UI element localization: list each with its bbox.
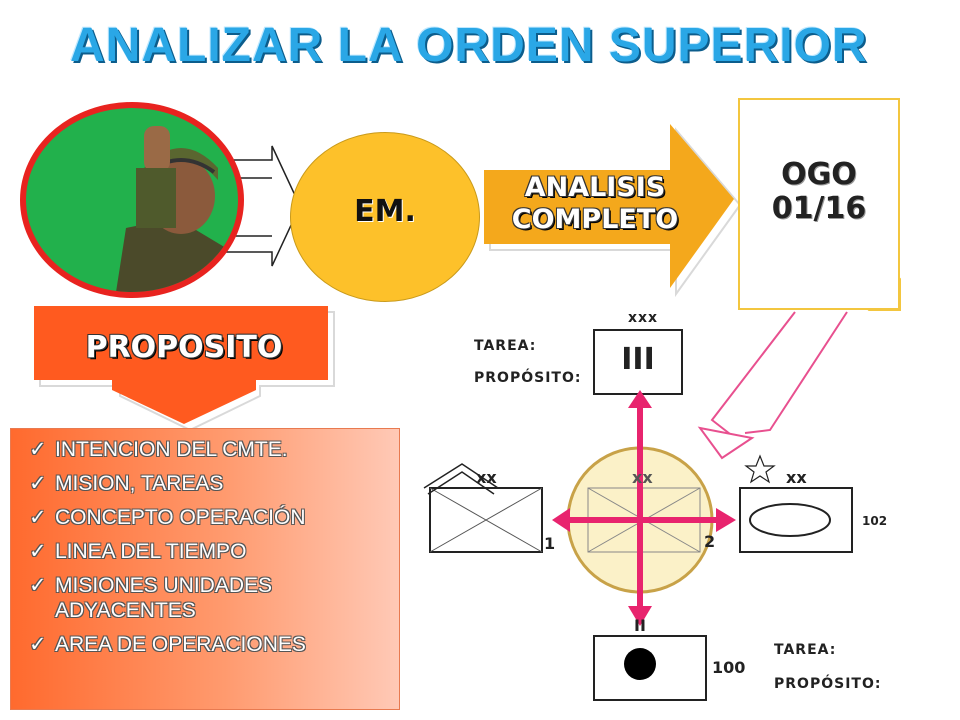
unit-top-echelon: xxx bbox=[628, 310, 659, 326]
unit-bottom-proposito: PROPÓSITO: bbox=[774, 676, 882, 692]
unit-bottom-box bbox=[593, 635, 707, 701]
analisis-line-1: ANALISIS bbox=[524, 172, 666, 203]
pink-pointer-lines bbox=[697, 311, 848, 460]
unit-center-number: 2 bbox=[704, 532, 716, 551]
check-icon: ✓ bbox=[29, 472, 47, 495]
chevron-icon bbox=[423, 463, 499, 495]
unit-bottom-tarea: TAREA: bbox=[774, 642, 837, 658]
soldier-photo bbox=[20, 102, 244, 298]
check-icon: ✓ bbox=[29, 574, 47, 597]
list-item-text: MISIONES UNIDADES ADYACENTES bbox=[55, 574, 273, 622]
unit-left-box bbox=[429, 487, 543, 553]
order-document bbox=[738, 98, 900, 310]
unit-top-proposito: PROPÓSITO: bbox=[474, 370, 582, 386]
list-item-text: INTENCION DEL CMTE. bbox=[55, 438, 288, 461]
em-label: EM. bbox=[354, 194, 416, 229]
star-icon bbox=[744, 454, 776, 484]
check-icon: ✓ bbox=[29, 540, 47, 563]
proposito-label: PROPOSITO bbox=[85, 330, 283, 365]
order-code: OGO bbox=[781, 157, 857, 192]
list-item: ✓ AREA DE OPERACIONES bbox=[29, 632, 399, 657]
unit-left-number: 1 bbox=[544, 534, 556, 553]
magenta-cross-arrows bbox=[552, 390, 736, 626]
proposito-arrow bbox=[34, 306, 335, 432]
unit-left-echelon: xx bbox=[476, 468, 497, 487]
list-item: ✓ MISIONES UNIDADES ADYACENTES bbox=[29, 573, 355, 623]
order-number: 01/16 bbox=[771, 191, 867, 226]
list-item-text: AREA DE OPERACIONES bbox=[55, 633, 306, 656]
check-icon: ✓ bbox=[29, 633, 47, 656]
analisis-arrow bbox=[484, 124, 742, 298]
analisis-line-2: COMPLETO bbox=[511, 204, 679, 235]
slide-title: ANALIZAR LA ORDEN SUPERIOR bbox=[70, 19, 868, 72]
list-item-text: CONCEPTO OPERACIÓN bbox=[55, 506, 306, 529]
unit-bottom-number: 100 bbox=[712, 658, 746, 677]
analisis-label: ANALISIS COMPLETO bbox=[490, 172, 700, 236]
list-item: ✓ MISION, TAREAS bbox=[29, 471, 399, 496]
proposito-list: ✓ INTENCION DEL CMTE. ✓ MISION, TAREAS ✓ CO… bbox=[11, 429, 399, 657]
check-icon: ✓ bbox=[29, 506, 47, 529]
em-circle bbox=[290, 132, 480, 302]
unit-bottom-echelon: II bbox=[634, 616, 646, 635]
unit-center-echelon: xx bbox=[632, 468, 653, 487]
soldier-figure-icon bbox=[116, 126, 238, 292]
list-item-text: LINEA DEL TIEMPO bbox=[55, 540, 247, 563]
list-item: ✓ CONCEPTO OPERACIÓN bbox=[29, 505, 399, 530]
list-item: ✓ LINEA DEL TIEMPO bbox=[29, 539, 399, 564]
unit-right-echelon: xx bbox=[786, 468, 807, 487]
unit-top-tarea: TAREA: bbox=[474, 338, 537, 354]
order-document-label: OGO 01/16 bbox=[738, 158, 900, 226]
list-item-text: MISION, TAREAS bbox=[55, 472, 224, 495]
unit-right-number: 102 bbox=[862, 514, 888, 528]
unit-top-name: III bbox=[621, 342, 655, 377]
check-icon: ✓ bbox=[29, 438, 47, 461]
unit-right-box bbox=[739, 487, 853, 553]
proposito-list-box: ✓ INTENCION DEL CMTE. ✓ MISION, TAREAS ✓ CO… bbox=[10, 428, 400, 710]
list-item: ✓ INTENCION DEL CMTE. bbox=[29, 437, 399, 462]
unit-top-box bbox=[593, 329, 683, 395]
